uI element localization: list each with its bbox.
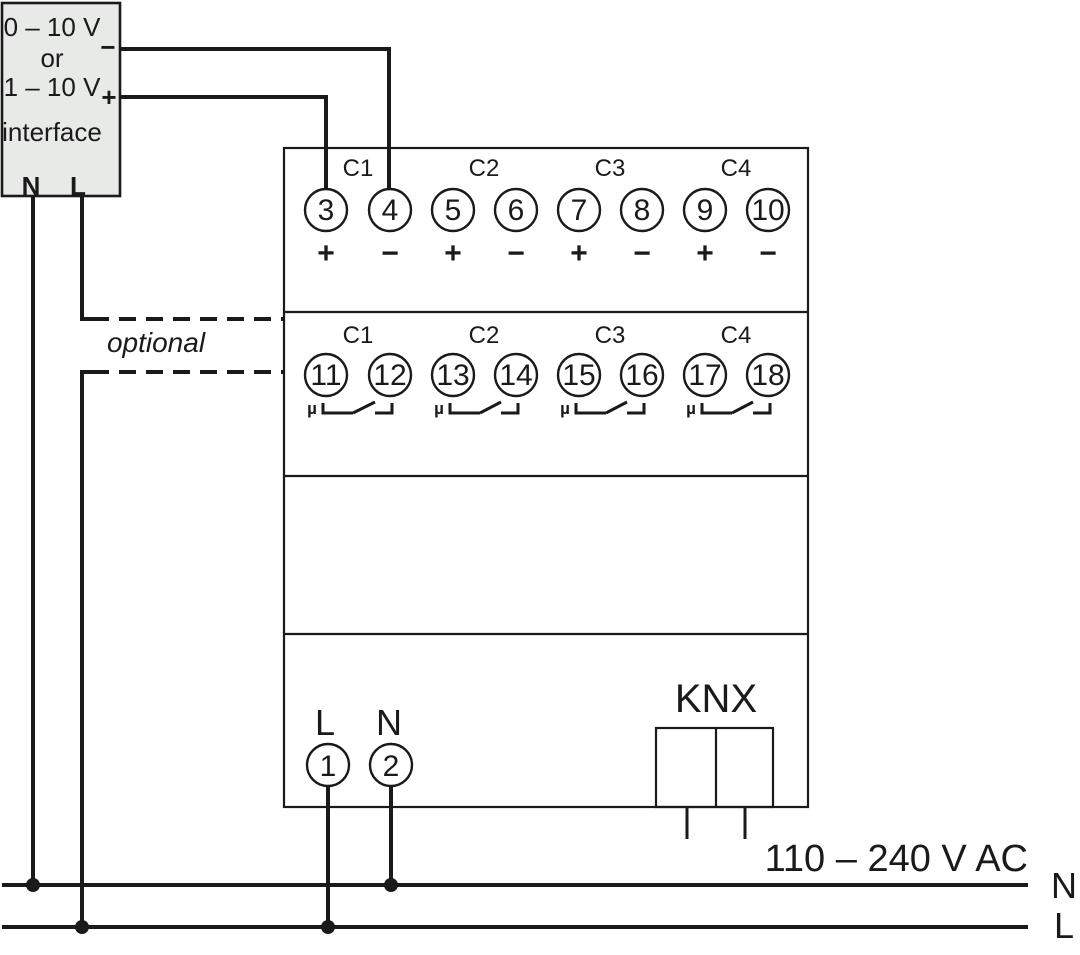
terminal-circle-8 bbox=[619, 187, 665, 233]
junction-dot-n-riser bbox=[26, 878, 40, 892]
junction-dot-terminal-1 bbox=[321, 920, 335, 934]
mu-symbol-c2: µ bbox=[434, 399, 444, 418]
terminal-circle-4 bbox=[367, 187, 413, 233]
terminal-circle-5 bbox=[430, 187, 476, 233]
power-n-label: N bbox=[376, 702, 402, 743]
terminal-number-15: 15 bbox=[562, 359, 595, 392]
terminal-circle-15 bbox=[556, 352, 602, 398]
relay-contact-c2 bbox=[448, 400, 520, 415]
mains-n-label: N bbox=[1051, 865, 1077, 906]
terminal-circle-18 bbox=[745, 352, 791, 398]
terminal-circle-10 bbox=[745, 187, 791, 233]
terminal-number-6: 6 bbox=[508, 194, 525, 227]
polarity-minus-4: − bbox=[381, 237, 399, 270]
terminal-number-10: 10 bbox=[751, 194, 784, 227]
channel-label-c3-relay: C3 bbox=[595, 322, 626, 349]
interface-label-line3: 1 – 10 V bbox=[4, 72, 102, 102]
channel-label-c2-relay: C2 bbox=[469, 322, 500, 349]
interface-terminal-n-label: N bbox=[22, 171, 41, 201]
wire-minus-to-terminal-4 bbox=[120, 47, 391, 189]
terminal-number-14: 14 bbox=[499, 359, 532, 392]
relay-contact-c3 bbox=[574, 400, 646, 415]
terminal-number-8: 8 bbox=[634, 194, 651, 227]
terminal-circle-6 bbox=[493, 187, 539, 233]
terminal-circle-14 bbox=[493, 352, 539, 398]
polarity-plus-9: + bbox=[696, 237, 714, 270]
terminal-number-17: 17 bbox=[688, 359, 721, 392]
channel-label-c3-analog: C3 bbox=[595, 155, 626, 182]
relay-contact-c4 bbox=[700, 400, 772, 415]
channel-label-c2-analog: C2 bbox=[469, 155, 500, 182]
interface-label-line1: 0 – 10 V bbox=[4, 12, 102, 42]
mu-symbol-c3: µ bbox=[560, 399, 570, 418]
terminal-number-9: 9 bbox=[697, 194, 714, 227]
terminal-number-7: 7 bbox=[571, 194, 588, 227]
channel-label-c1-relay: C1 bbox=[343, 322, 374, 349]
terminal-number-11: 11 bbox=[310, 359, 341, 392]
mains-l-label: L bbox=[1054, 905, 1074, 946]
mu-symbol-c1: µ bbox=[307, 399, 317, 418]
interface-label-line2: or bbox=[40, 43, 63, 73]
channel-label-c4-analog: C4 bbox=[721, 155, 752, 182]
interface-terminal-l-label: L bbox=[70, 171, 86, 201]
junction-dot-terminal-2 bbox=[384, 878, 398, 892]
terminal-circle-3 bbox=[303, 187, 349, 233]
polarity-plus-5: + bbox=[444, 237, 462, 270]
terminal-number-5: 5 bbox=[445, 194, 462, 227]
optional-label: optional bbox=[107, 327, 206, 358]
interface-minus-label: − bbox=[100, 32, 115, 62]
terminal-number-2: 2 bbox=[383, 750, 400, 783]
terminal-number-18: 18 bbox=[751, 359, 784, 392]
mains-voltage-label: 110 – 240 V AC bbox=[765, 838, 1028, 880]
channel-label-c1-analog: C1 bbox=[343, 155, 374, 182]
interface-plus-label: + bbox=[101, 82, 116, 112]
terminal-circle-2 bbox=[368, 742, 414, 788]
terminal-circle-1 bbox=[305, 742, 351, 788]
actuator-device-outline bbox=[282, 146, 810, 809]
polarity-plus-3: + bbox=[317, 237, 335, 270]
interface-box bbox=[0, 1, 122, 198]
terminal-circle-13 bbox=[430, 352, 476, 398]
terminal-number-12: 12 bbox=[373, 359, 406, 392]
power-l-label: L bbox=[315, 702, 335, 743]
terminal-number-1: 1 bbox=[320, 750, 337, 783]
terminal-circle-11 bbox=[303, 352, 349, 398]
junction-dot-l-riser bbox=[75, 920, 89, 934]
terminal-number-16: 16 bbox=[625, 359, 658, 392]
terminal-circle-12 bbox=[367, 352, 413, 398]
channel-label-c4-relay: C4 bbox=[721, 322, 752, 349]
polarity-minus-6: − bbox=[507, 237, 525, 270]
terminal-number-4: 4 bbox=[382, 194, 399, 227]
relay-contact-c1 bbox=[321, 400, 394, 415]
interface-label-line4: interface bbox=[2, 117, 102, 147]
terminal-number-3: 3 bbox=[318, 194, 335, 227]
polarity-minus-8: − bbox=[633, 237, 651, 270]
terminal-circle-17 bbox=[682, 352, 728, 398]
polarity-minus-10: − bbox=[759, 237, 777, 270]
terminal-circle-9 bbox=[682, 187, 728, 233]
terminal-circle-16 bbox=[619, 352, 665, 398]
knx-connector bbox=[654, 726, 775, 809]
polarity-plus-7: + bbox=[570, 237, 588, 270]
terminal-circle-7 bbox=[556, 187, 602, 233]
terminal-number-13: 13 bbox=[436, 359, 469, 392]
knx-label: KNX bbox=[675, 677, 757, 721]
mu-symbol-c4: µ bbox=[686, 399, 696, 418]
